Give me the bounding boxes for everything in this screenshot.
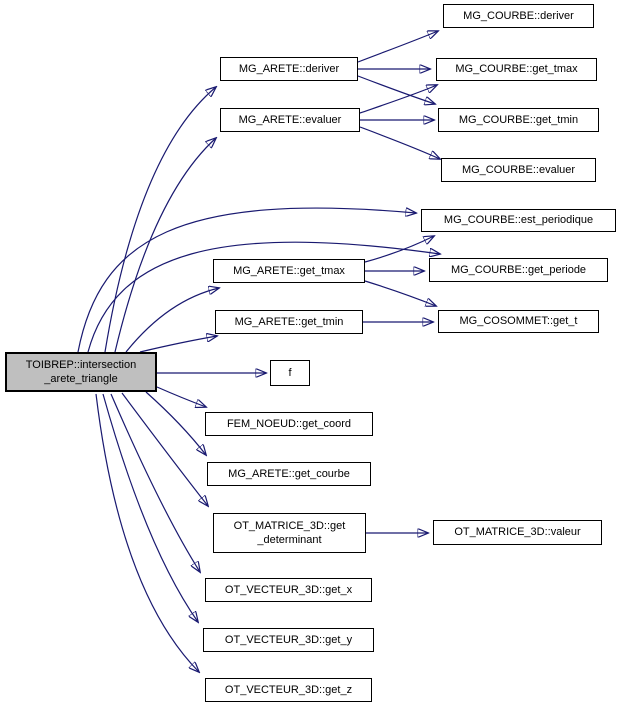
node-ot-vecteur-3d-get-x[interactable]: OT_VECTEUR_3D::get_x <box>205 578 372 602</box>
node-mg-courbe-get-tmin[interactable]: MG_COURBE::get_tmin <box>438 108 599 132</box>
node-mg-arete-evaluer[interactable]: MG_ARETE::evaluer <box>220 108 360 132</box>
node-mg-courbe-get-tmax[interactable]: MG_COURBE::get_tmax <box>436 58 597 81</box>
node-label: OT_VECTEUR_3D::get_x <box>224 583 353 596</box>
node-mg-courbe-evaluer[interactable]: MG_COURBE::evaluer <box>441 158 596 182</box>
node-label: MG_ARETE::get_tmax <box>233 264 345 277</box>
node-label: OT_MATRICE_3D::get _determinant <box>233 519 346 546</box>
edge-mg-arete-evaluer-mg-courbe-get-tmax <box>359 85 437 114</box>
edge-root-mg-arete-get-tmin <box>139 336 217 353</box>
node-mg-courbe-est-periodique[interactable]: MG_COURBE::est_periodique <box>421 209 616 232</box>
node-toibrep-intersection-arete-triangle: TOIBREP::intersection _arete_triangle <box>5 352 157 392</box>
edge-root-mg-arete-get-tmax <box>125 288 219 353</box>
node-label: MG_COURBE::est_periodique <box>443 214 594 227</box>
node-mg-arete-get-tmax[interactable]: MG_ARETE::get_tmax <box>213 259 365 283</box>
node-mg-arete-get-tmin[interactable]: MG_ARETE::get_tmin <box>215 310 363 334</box>
node-label: MG_COURBE::evaluer <box>461 163 576 176</box>
edge-root-ot-vecteur-3d-get-z <box>95 393 199 672</box>
node-label: MG_ARETE::evaluer <box>238 113 342 126</box>
node-mg-courbe-get-periode[interactable]: MG_COURBE::get_periode <box>429 258 608 282</box>
node-ot-vecteur-3d-get-y[interactable]: OT_VECTEUR_3D::get_y <box>203 628 374 652</box>
edge-mg-arete-evaluer-mg-courbe-evaluer <box>359 126 440 159</box>
edge-root-mg-arete-get-courbe <box>145 391 206 455</box>
node-label: MG_ARETE::get_courbe <box>228 467 350 480</box>
node-label: FEM_NOEUD::get_coord <box>226 417 352 430</box>
node-label: MG_COURBE::get_periode <box>450 263 587 276</box>
node-mg-arete-deriver[interactable]: MG_ARETE::deriver <box>220 57 358 81</box>
node-label: MG_COURBE::get_tmin <box>458 113 579 126</box>
node-label: OT_VECTEUR_3D::get_y <box>224 633 353 646</box>
node-mg-cosommet-get-t[interactable]: MG_COSOMMET::get_t <box>438 310 599 333</box>
node-label: MG_COURBE::get_tmax <box>455 63 578 76</box>
edge-root-ot-matrice-3d-get-determinant <box>121 392 208 506</box>
edge-root-mg-courbe-est-periodique <box>77 207 416 353</box>
node-f[interactable]: f <box>270 360 310 386</box>
edge-mg-arete-deriver-mg-courbe-get-tmin <box>357 75 435 104</box>
node-label: MG_COSOMMET::get_t <box>459 315 578 328</box>
edge-root-mg-arete-deriver <box>104 87 216 353</box>
node-ot-matrice-3d-valeur[interactable]: OT_MATRICE_3D::valeur <box>433 520 602 545</box>
edge-root-mg-arete-evaluer <box>114 138 216 353</box>
edge-mg-arete-get-tmax-mg-courbe-est-periodique <box>364 236 434 263</box>
node-label: OT_MATRICE_3D::valeur <box>454 526 581 539</box>
node-fem-noeud-get-coord[interactable]: FEM_NOEUD::get_coord <box>205 412 373 436</box>
node-label: f <box>288 366 292 379</box>
edge-root-ot-vecteur-3d-get-y <box>102 393 198 622</box>
node-mg-arete-get-courbe[interactable]: MG_ARETE::get_courbe <box>207 462 371 486</box>
edge-root-ot-vecteur-3d-get-x <box>110 393 200 572</box>
node-mg-courbe-deriver[interactable]: MG_COURBE::deriver <box>443 4 594 28</box>
node-label: TOIBREP::intersection _arete_triangle <box>25 358 137 385</box>
node-ot-vecteur-3d-get-z[interactable]: OT_VECTEUR_3D::get_z <box>205 678 372 702</box>
edge-root-fem-noeud-get-coord <box>156 386 206 407</box>
node-label: MG_ARETE::deriver <box>238 62 340 75</box>
node-label: MG_ARETE::get_tmin <box>234 315 344 328</box>
edge-mg-arete-deriver-mg-courbe-deriver <box>357 31 438 63</box>
edge-root-mg-courbe-get-periode <box>87 241 440 353</box>
node-ot-matrice-3d-get-determinant[interactable]: OT_MATRICE_3D::get _determinant <box>213 513 366 553</box>
edge-mg-arete-get-tmax-mg-cosommet-get-t <box>364 280 436 306</box>
node-label: OT_VECTEUR_3D::get_z <box>224 683 353 696</box>
node-label: MG_COURBE::deriver <box>463 9 574 22</box>
